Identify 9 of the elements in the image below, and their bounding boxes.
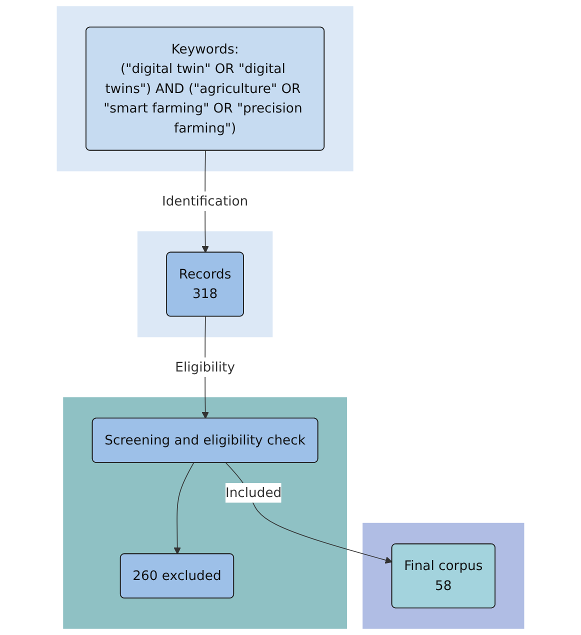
edge-label: Identification [162,193,248,209]
cluster [137,231,273,338]
cluster [362,522,524,629]
cluster [63,397,347,629]
cluster [56,6,354,172]
arrow [226,462,392,564]
edge-label: Eligibility [175,358,235,375]
arrow [174,462,194,554]
edge-label: Included [225,484,282,500]
